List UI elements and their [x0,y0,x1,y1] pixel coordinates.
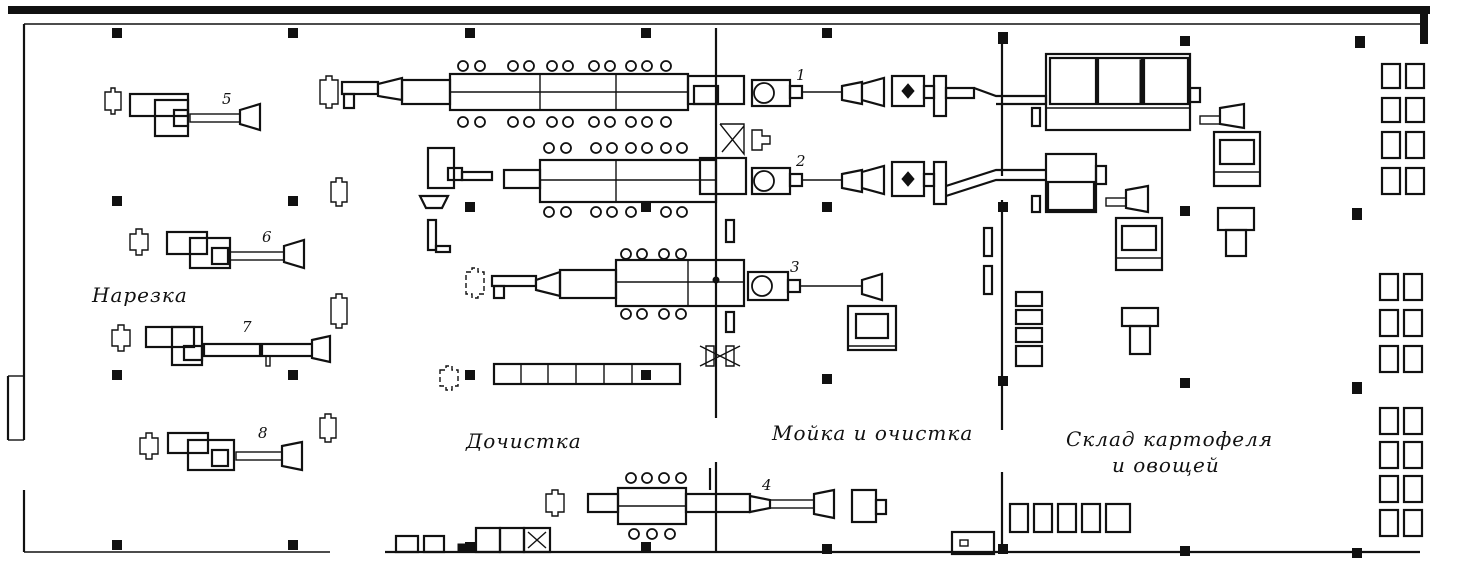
storage-racks-right [1378,62,1426,538]
finishing-line-1-stations [457,60,672,128]
finishing-line-4-stations [625,472,687,540]
line-number-2: 2 [795,152,806,170]
zone-label-washing: Мойка и очистка [771,421,973,445]
finishing-line-2-stations [543,142,688,218]
line-number-3: 3 [790,258,800,276]
columns [112,28,1365,558]
line-number-4: 4 [761,476,772,494]
finishing-line-3 [465,258,746,367]
bottom-equipment [394,526,552,554]
line-number-5: 5 [222,90,232,108]
line-number-labels: 1 2 3 4 5 6 7 8 [222,66,806,494]
zone-label-cutting: Нарезка [91,283,188,307]
zone-labels: Нарезка Дочистка Мойка и очистка Склад к… [91,283,1273,477]
cutting-spare-units [319,177,348,443]
zone-label-storage-line2: и овощей [1112,453,1220,477]
storage-bins-top [1030,52,1202,132]
storage-unit-mid [1030,152,1108,214]
storage-scales [1105,102,1262,356]
finishing-bench [439,362,682,391]
line-number-8: 8 [258,424,268,442]
washing-line-3 [746,270,898,352]
cutting-machine-5 [104,87,262,138]
cutting-machine-6 [129,228,306,270]
washing-line-1 [750,74,1048,118]
finishing-line-3-stations [620,248,687,320]
finishing-line-4 [545,468,888,526]
zone-label-finishing: Дочистка [465,429,582,453]
finishing-line-1 [319,72,771,156]
finishing-line-2 [418,146,748,254]
building-walls [6,6,1430,554]
storage-bins-bottom [1008,502,1132,534]
cutting-machine-7 [111,324,332,367]
washing-misc [950,226,1044,556]
line-number-6: 6 [262,228,272,246]
line-number-7: 7 [242,318,252,336]
zone-label-storage-line1: Склад картофеля [1066,427,1273,451]
cutting-machine-8 [139,431,304,472]
washing-line-2 [750,160,1046,206]
partitions [714,28,1004,552]
line-number-1: 1 [796,66,806,84]
